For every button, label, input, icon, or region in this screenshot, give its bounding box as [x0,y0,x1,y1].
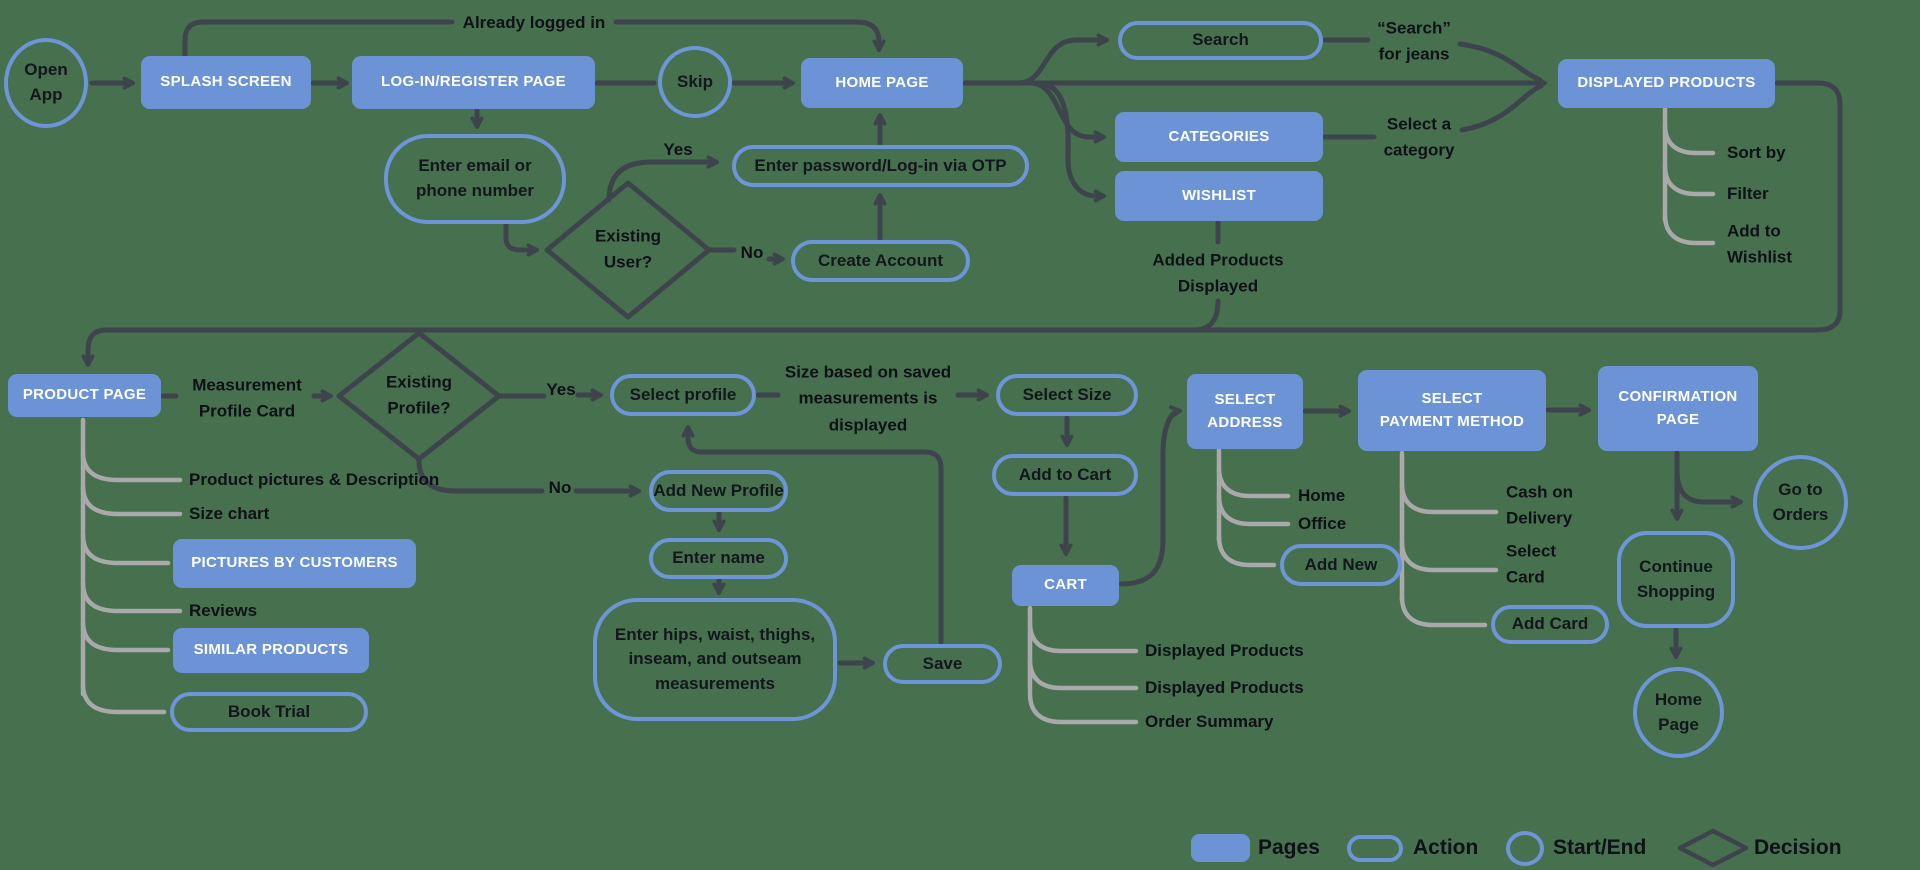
action-save: Save [883,644,1002,684]
annotation-measurement-profile-card: Measurement Profile Card [192,375,302,421]
annotation-yes-profile: Yes [546,379,576,399]
annotation-product-pictures-description: Product pictures & Description [189,469,440,489]
page-login-register: LOG-IN/REGISTER PAGE [352,56,595,109]
action-add-new-profile: Add New Profile [649,470,788,512]
legend-decision-swatch [1677,828,1749,868]
gray-feature-trees [80,106,1716,725]
annotation-home: Home [1298,485,1346,505]
page-select-address: SELECT ADDRESS [1187,374,1303,449]
page-product: PRODUCT PAGE [8,374,161,417]
annotation-cash-on-delivery: Cash on Delivery [1506,482,1574,528]
page-splash-screen: SPLASH SCREEN [141,56,311,109]
annotation-select-a-category: Select a category [1383,114,1455,160]
action-book-trial: Book Trial [170,692,368,732]
action-add-new-address: Add New [1280,544,1402,586]
action-enter-email: Enter email or phone number [384,134,566,224]
end-home-page: Home Page [1633,667,1724,758]
legend-action-swatch [1347,835,1403,862]
action-enter-measurements: Enter hips, waist, thighs, inseam, and o… [593,598,837,721]
legend-startend-swatch [1506,831,1544,866]
legend-startend-label: Start/End [1553,836,1647,859]
action-create-account: Create Account [791,240,970,282]
page-confirmation: CONFIRMATION PAGE [1598,366,1758,451]
action-enter-name: Enter name [649,538,788,579]
dark-connectors [81,19,1843,670]
annotation-displayed-products-1: Displayed Products [1145,640,1304,660]
action-search: Search [1118,21,1323,60]
action-add-to-cart: Add to Cart [992,454,1138,496]
annotation-no-profile: No [548,477,572,497]
annotation-displayed-products-2: Displayed Products [1145,677,1304,697]
annotation-reviews: Reviews [189,600,258,620]
start-open-app: Open App [4,38,88,128]
annotation-search-for-jeans: “Search” for jeans [1377,18,1451,64]
page-displayed-products: DISPLAYED PRODUCTS [1558,59,1775,108]
annotation-yes-user: Yes [663,139,693,159]
legend-decision-label: Decision [1754,836,1842,859]
page-pictures-by-customers: PICTURES BY CUSTOMERS [173,539,416,588]
annotation-size-based: Size based on saved measurements is disp… [784,362,952,435]
action-enter-password-otp: Enter password/Log-in via OTP [732,145,1029,187]
annotation-already-logged-in: Already logged in [462,12,606,32]
annotation-no-user: No [740,242,764,262]
legend-pages-swatch [1191,834,1250,862]
action-continue-shopping: Continue Shopping [1617,531,1735,628]
annotation-size-chart: Size chart [189,503,270,523]
annotation-added-products-displayed: Added Products Displayed [1152,250,1284,296]
page-cart: CART [1012,565,1119,606]
decision-existing-user-label: Existing User? [594,226,662,272]
page-home: HOME PAGE [801,58,963,108]
page-similar-products: SIMILAR PRODUCTS [173,628,369,673]
annotation-sort-by: Sort by [1727,142,1786,162]
end-go-to-orders: Go to Orders [1753,455,1848,550]
page-wishlist: WISHLIST [1115,171,1323,221]
legend-action-label: Action [1413,836,1479,859]
action-add-card: Add Card [1491,605,1609,644]
action-select-profile: Select profile [610,374,756,416]
decision-existing-profile-label: Existing Profile? [385,372,453,418]
page-categories: CATEGORIES [1115,112,1323,162]
page-select-payment-method: SELECT PAYMENT METHOD [1358,370,1546,451]
action-skip: Skip [658,46,732,118]
action-select-size: Select Size [996,374,1138,416]
annotation-order-summary: Order Summary [1145,711,1274,731]
annotation-select-card: Select Card [1506,541,1557,587]
annotation-filter: Filter [1727,183,1769,203]
decision-existing-user-shape [544,180,712,320]
decision-existing-profile-shape [336,330,502,462]
annotation-add-to-wishlist: Add to Wishlist [1727,221,1793,267]
annotation-office: Office [1298,513,1347,533]
legend-pages-label: Pages [1258,836,1320,859]
